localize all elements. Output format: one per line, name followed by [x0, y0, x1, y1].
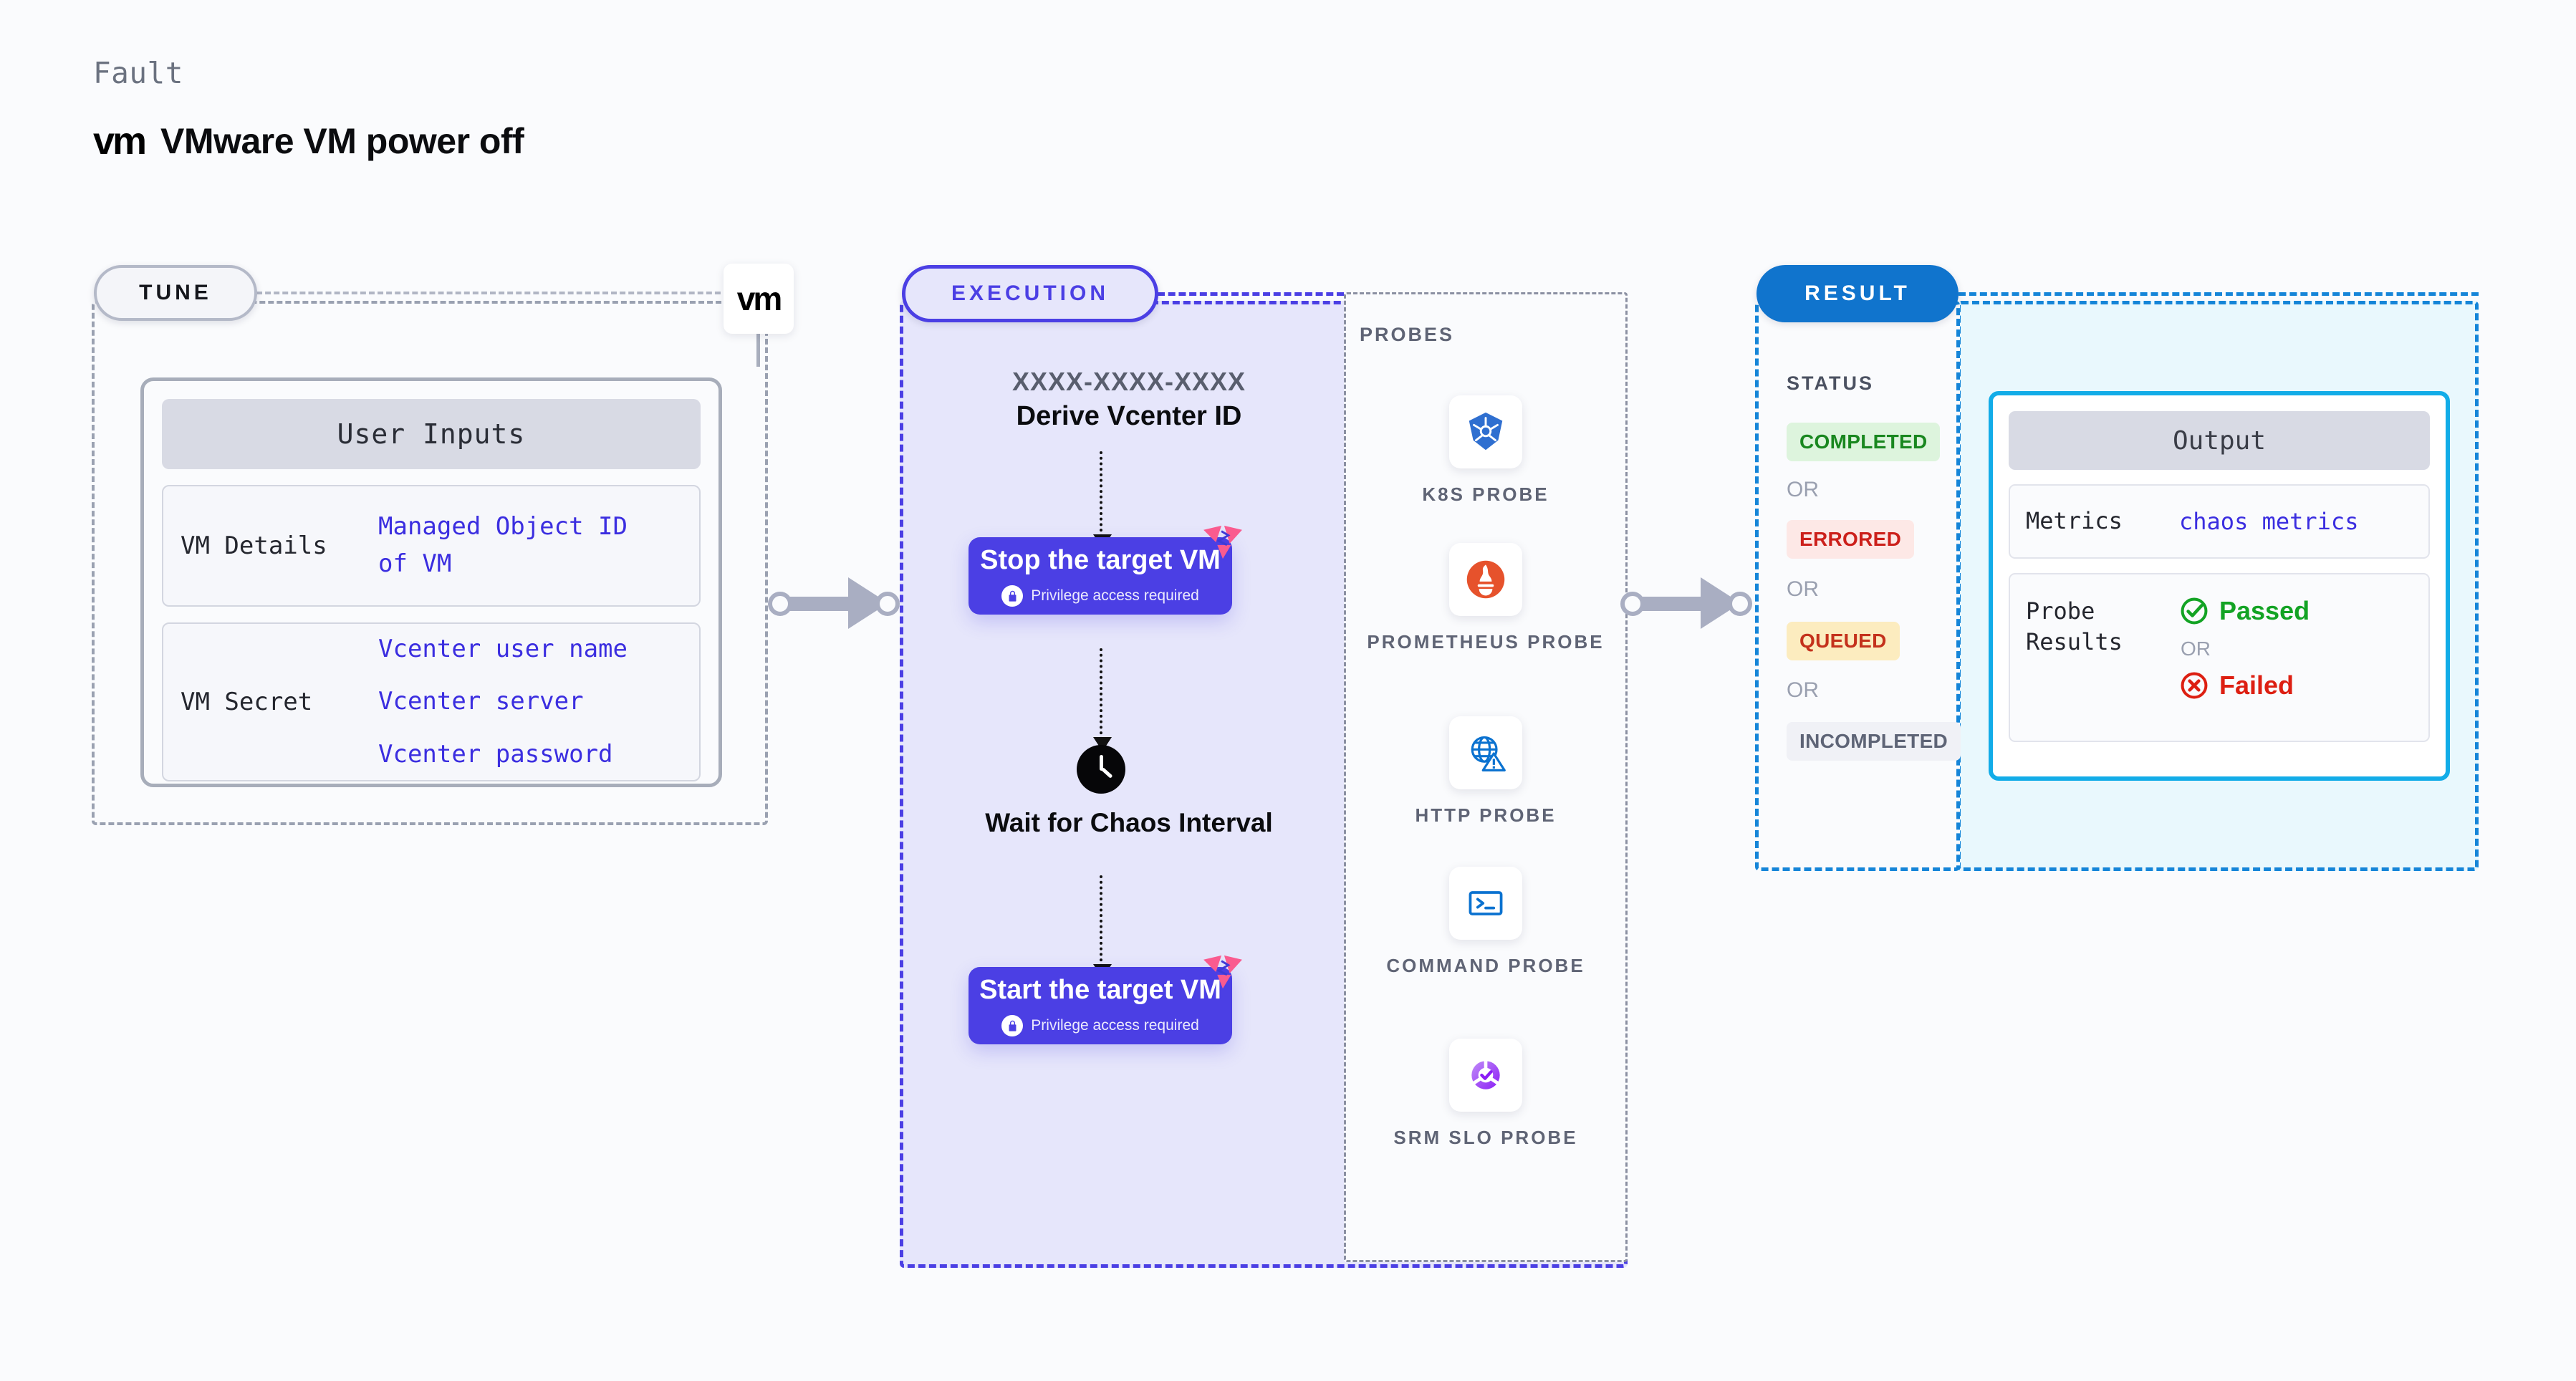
- metrics-key: Metrics: [2026, 507, 2123, 535]
- http-globe-warning-icon: [1449, 716, 1522, 789]
- probes-title: PROBES: [1360, 324, 1455, 345]
- page-title: vm VMware VM power off: [93, 119, 524, 163]
- harness-logo-icon: [1203, 525, 1242, 559]
- or-label: OR: [1787, 577, 1819, 601]
- vmware-badge-text: vm: [736, 280, 783, 317]
- x-circle-icon: [2181, 672, 2208, 699]
- harness-logo-icon: [1203, 955, 1242, 989]
- metrics-value: chaos metrics: [2179, 508, 2359, 535]
- lock-icon: [1001, 1015, 1024, 1036]
- step-start-title: Start the target VM: [979, 975, 1221, 1005]
- probe-item-k8s[interactable]: K8S PROBE: [1344, 395, 1628, 506]
- status-title: STATUS: [1787, 372, 1874, 394]
- vm-secret-key: VM Secret: [181, 688, 313, 716]
- status-badge: QUEUED: [1787, 622, 1900, 660]
- tune-pill-label[interactable]: TUNE: [94, 265, 257, 321]
- flow-arrow-icon: [1093, 451, 1112, 549]
- probe-item-srm-slo[interactable]: SRM SLO PROBE: [1344, 1039, 1628, 1150]
- vm-secret-values: Vcenter user name Vcenter server Vcenter…: [378, 631, 628, 774]
- kubernetes-icon: [1449, 395, 1522, 468]
- output-card: Output Metrics chaos metrics Probe Resul…: [1989, 391, 2450, 781]
- step-stop-target-vm[interactable]: Stop the target VM Privilege access requ…: [969, 525, 1242, 615]
- wait-for-chaos-interval-label: Wait for Chaos Interval: [985, 808, 1273, 837]
- srm-slo-icon: [1449, 1039, 1522, 1112]
- vmware-badge-stem: [756, 334, 760, 367]
- step-stop-note-text: Privilege access required: [1031, 587, 1199, 604]
- result-connector-dashed-line: [1959, 292, 2479, 296]
- lock-icon: [1001, 585, 1024, 607]
- probe-label: PROMETHEUS PROBE: [1367, 631, 1605, 653]
- or-label: OR: [2181, 637, 2211, 660]
- execution-connector-dashed-line: [1158, 292, 1344, 296]
- vm-secret-value-1: Vcenter user name: [378, 634, 628, 663]
- terminal-icon: [1449, 867, 1522, 940]
- vmware-badge-icon: vm: [724, 264, 794, 334]
- vm-details-key: VM Details: [181, 531, 327, 560]
- probe-label: COMMAND PROBE: [1386, 955, 1585, 976]
- vm-details-value-1: Managed Object ID: [378, 512, 628, 542]
- probe-item-prometheus[interactable]: PROMETHEUS PROBE: [1344, 543, 1628, 654]
- tune-connector-dashed-line: [256, 292, 729, 294]
- flow-arrow-icon: [1093, 648, 1112, 751]
- step-start-note-text: Privilege access required: [1031, 1017, 1199, 1034]
- vm-details-value-2: of VM: [378, 549, 452, 578]
- probe-label: K8S PROBE: [1422, 483, 1549, 505]
- step-start-note: Privilege access required: [1001, 1015, 1199, 1036]
- user-inputs-card: User Inputs VM Details Managed Object ID…: [140, 377, 722, 787]
- execution-pill-label[interactable]: EXECUTION: [902, 265, 1158, 322]
- probe-result-failed: Failed: [2179, 670, 2310, 701]
- status-badge: ERRORED: [1787, 520, 1915, 559]
- flow-arrow-icon: [1093, 875, 1112, 978]
- table-row: Probe Results Passed OR Failed: [2009, 573, 2430, 742]
- result-status-panel: [1755, 301, 1960, 871]
- check-circle-icon: [2181, 597, 2208, 625]
- execution-id-placeholder: XXXX-XXXX-XXXX: [1011, 367, 1246, 396]
- step-stop-title: Stop the target VM: [980, 545, 1221, 575]
- probe-item-http[interactable]: HTTP PROBE: [1344, 716, 1628, 827]
- vmware-logo-icon: vm: [93, 120, 147, 163]
- probe-results-values: Passed OR Failed: [2179, 596, 2310, 701]
- clock-icon: [1077, 745, 1125, 794]
- or-label: OR: [1787, 678, 1819, 702]
- prometheus-icon: [1449, 543, 1522, 616]
- or-label: OR: [1787, 478, 1819, 501]
- probe-item-command[interactable]: COMMAND PROBE: [1344, 867, 1628, 978]
- execution-to-result-arrow-icon: [1620, 577, 1752, 629]
- failed-label: Failed: [2219, 670, 2294, 700]
- vm-secret-value-2: Vcenter server: [378, 687, 584, 716]
- result-pill-label[interactable]: RESULT: [1756, 265, 1959, 322]
- vm-details-values: Managed Object ID of VM: [378, 509, 628, 582]
- derive-vcenter-id-label: Derive Vcenter ID: [1016, 401, 1242, 431]
- probe-result-passed: Passed: [2179, 596, 2310, 626]
- probe-results-key: Probe Results: [2026, 597, 2123, 656]
- output-title: Output: [2009, 411, 2430, 470]
- tune-to-execution-arrow-icon: [768, 577, 900, 629]
- step-stop-note: Privilege access required: [1001, 585, 1199, 607]
- table-row: Metrics chaos metrics: [2009, 484, 2430, 559]
- user-inputs-title: User Inputs: [162, 399, 701, 469]
- table-row: VM Details Managed Object ID of VM: [162, 485, 701, 607]
- fault-eyebrow: Fault: [93, 56, 183, 90]
- status-badge: COMPLETED: [1787, 423, 1941, 461]
- vm-secret-value-3: Vcenter password: [378, 739, 613, 769]
- probe-label: HTTP PROBE: [1415, 804, 1557, 826]
- step-start-target-vm[interactable]: Start the target VM Privilege access req…: [969, 955, 1242, 1044]
- status-badge: INCOMPLETED: [1787, 722, 1961, 761]
- table-row: VM Secret Vcenter user name Vcenter serv…: [162, 622, 701, 781]
- page-title-text: VMware VM power off: [160, 121, 524, 161]
- passed-label: Passed: [2219, 596, 2310, 625]
- probe-label: SRM SLO PROBE: [1393, 1127, 1578, 1148]
